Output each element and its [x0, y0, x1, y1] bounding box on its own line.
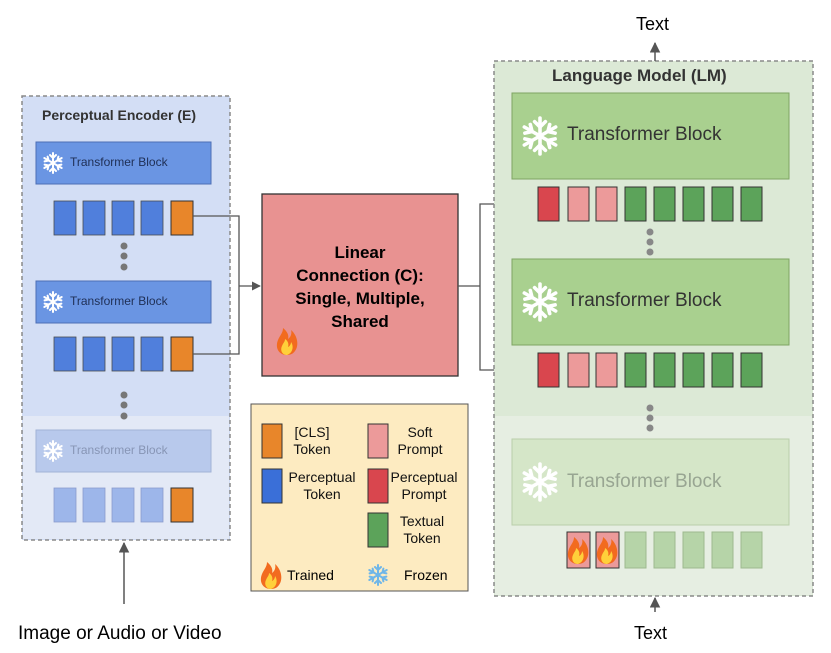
encoder-token-row-3	[53, 487, 194, 523]
legend-label-frozen: Frozen	[404, 567, 448, 583]
legend-label-trained: Trained	[287, 567, 334, 583]
encoder-transformer-block-2	[35, 280, 212, 324]
legend-label-perceptual-prompt: Perceptual Prompt	[390, 469, 458, 502]
connection-line-3: Single, Multiple,	[295, 289, 425, 308]
legend-swatch-textual-token	[367, 512, 389, 548]
connection-title: Linear Connection (C): Single, Multiple,…	[262, 241, 458, 333]
encoder-block-label-3: Transformer Block	[70, 443, 168, 457]
lm-token-row-1	[537, 186, 763, 222]
legend-label-perceptual-token: Perceptual Token	[288, 469, 356, 502]
lm-transformer-block-1	[511, 92, 790, 180]
lm-transformer-block-3	[511, 438, 790, 526]
encoder-transformer-block-1	[35, 141, 212, 185]
lm-title: Language Model (LM)	[552, 66, 727, 85]
lm-token-row-2	[537, 352, 763, 388]
cls-line-1	[193, 215, 240, 286]
legend-label-cls: [CLS] Token	[293, 424, 331, 457]
connection-line-2: Connection (C):	[296, 266, 424, 285]
cls-token-2	[170, 336, 194, 372]
encoder-ellipsis-2	[120, 391, 128, 420]
encoder-title: Perceptual Encoder (E)	[42, 107, 197, 123]
legend-label-textual-token: Textual Token	[399, 513, 445, 546]
lm-token-row-3	[566, 531, 763, 569]
legend-label-soft-prompt: Soft Prompt	[397, 424, 443, 457]
lm-ellipsis-2	[646, 404, 654, 432]
encoder-ellipsis-1	[120, 242, 128, 271]
lm-block-label-3: Transformer Block	[567, 471, 722, 492]
output-text-label: Text	[636, 14, 670, 34]
legend-box	[250, 403, 469, 592]
legend-swatch-perceptual-token	[261, 468, 283, 504]
legend-swatch-perceptual-prompt	[367, 468, 389, 504]
legend-swatch-cls	[261, 423, 283, 459]
lm-block-label-1: Transformer Block	[567, 124, 722, 145]
encoder-token-row-2	[53, 336, 194, 372]
encoder-token-row-1	[53, 200, 194, 236]
input-modalities-label: Image or Audio or Video	[18, 623, 222, 644]
input-text-label: Text	[634, 623, 668, 643]
encoder-block-label-2: Transformer Block	[70, 294, 168, 308]
encoder-transformer-block-3	[35, 429, 212, 473]
lm-block-label-2: Transformer Block	[567, 290, 722, 311]
linear-connection-box	[261, 193, 459, 377]
cls-line-2	[193, 286, 240, 355]
cls-token-1	[170, 200, 194, 236]
connection-line-4: Shared	[331, 312, 389, 331]
lm-ellipsis-1	[646, 228, 654, 256]
connection-line-1: Linear	[334, 243, 386, 262]
lm-transformer-block-2	[511, 258, 790, 346]
cls-token-3	[170, 487, 194, 523]
legend-swatch-soft-prompt	[367, 423, 389, 459]
encoder-block-label-1: Transformer Block	[70, 155, 168, 169]
